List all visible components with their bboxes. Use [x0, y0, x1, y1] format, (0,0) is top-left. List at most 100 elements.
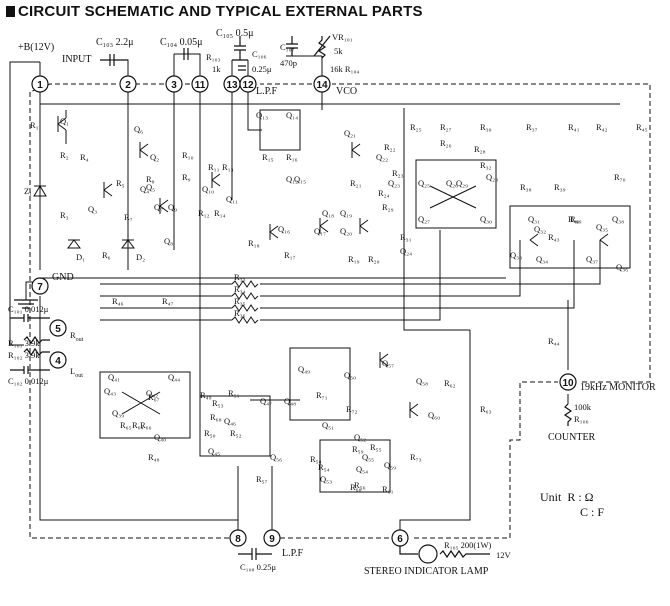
q18-label: Q₁₈ — [322, 208, 334, 218]
block-q57-q60 — [379, 352, 419, 418]
r6-label: R₆ — [102, 250, 111, 260]
wire-right-bus — [399, 108, 471, 530]
r103-label: R₁₀₃ — [206, 52, 221, 62]
r39-label: R₃₉ — [554, 182, 566, 192]
r22-label: R₂₂ — [384, 142, 396, 152]
q34-label: Q₃₄ — [536, 254, 548, 264]
r44-label: R₄₄ — [548, 336, 560, 346]
pin-11-label: 11 — [195, 80, 206, 91]
rout-sub: out — [76, 337, 84, 343]
r101-symbol — [23, 335, 50, 345]
r29-label: R₂₉ — [382, 202, 394, 212]
c108-symbol — [238, 548, 272, 560]
q19-label: Q₁₉ — [340, 208, 352, 218]
q38-label: Q₃₈ — [612, 214, 624, 224]
pin-1-label: 1 — [37, 80, 43, 91]
r38-label: R₃₈ — [520, 182, 532, 192]
q25-label: Q₂₅ — [418, 178, 430, 188]
r71-label: R₇₁ — [316, 390, 328, 400]
r43-label: R₄₃ — [548, 232, 560, 242]
r9-label: R₉ — [182, 172, 191, 182]
pin-6-label: 6 — [397, 534, 403, 545]
r7-label: R₇ — [124, 212, 133, 222]
pin-4-circle — [49, 351, 67, 369]
pin-14-label: 14 — [316, 80, 328, 91]
r25-label: R₂₅ — [410, 122, 422, 132]
q3-label: Q₃ — [88, 204, 97, 214]
r49-label: R₄₉ — [200, 390, 212, 400]
r27-label: R₂₇ — [440, 122, 452, 132]
r105-symbol — [399, 546, 490, 559]
c106-value: 0.25μ — [252, 64, 272, 74]
r55-label: R₅₅ — [370, 442, 382, 452]
q29-label: Q₂₉ — [456, 178, 468, 188]
r1-label: R₁ — [30, 120, 39, 130]
q33-label: Q₃₃ — [510, 250, 522, 260]
r12-label: R₁₂ — [198, 208, 210, 218]
r40-label: R₄₀ — [568, 214, 580, 224]
r106-symbol — [563, 403, 573, 426]
block-q10-q16 — [211, 109, 301, 240]
r32-label: R₃₂ — [480, 160, 492, 170]
pin-2-label: 2 — [125, 80, 131, 91]
c107-symbol — [286, 36, 298, 56]
bus-r36 — [100, 230, 441, 321]
q59-label: Q₅₉ — [384, 460, 396, 470]
vr101-symbol — [313, 35, 331, 60]
pin-circles — [31, 75, 577, 547]
r33-label: R₃₃ — [234, 272, 246, 282]
c103-symbol — [100, 54, 128, 66]
c102-symbol — [10, 366, 50, 374]
pin-12-circle — [239, 75, 257, 93]
q30-label: Q₃₀ — [480, 214, 492, 224]
block-q31-q36 — [509, 205, 631, 269]
r4-label: R₄ — [80, 152, 89, 162]
monitor-label: 19kHz MONITOR — [580, 382, 656, 393]
r104-label: 16k R₁₀₄ — [330, 64, 359, 74]
r37-label: R₃₇ — [526, 122, 538, 132]
r50-label: R₅₀ — [204, 428, 216, 438]
r46-label: R₄₆ — [112, 296, 124, 306]
d2-symbol — [121, 239, 135, 249]
supply-label: +B(12V) — [18, 42, 54, 53]
unit-legend: Unit R : Ω C : F — [540, 490, 604, 520]
q28-label: Q₂₈ — [486, 172, 498, 182]
r34-label: R₃₄ — [234, 284, 246, 294]
r54-label: R₅₄ — [318, 462, 330, 472]
pin-1-circle — [31, 75, 49, 93]
r41-label: R₄₁ — [568, 122, 580, 132]
r5-label: R₅ — [116, 178, 125, 188]
q58-label: Q₅₈ — [416, 376, 428, 386]
c102-label: C₁₀₂ 0.012μ — [8, 376, 49, 386]
c103-label: C₁₀₃ 2.2μ — [96, 37, 134, 48]
q16-label: Q₁₆ — [278, 224, 290, 234]
pin-13-label: 13 — [226, 80, 238, 91]
q43-label: Q₄₃ — [104, 386, 116, 396]
r19-label: R₁₉ — [348, 254, 360, 264]
c105-label: C₁₀₅ 0.5μ — [216, 28, 254, 39]
r102-symbol — [23, 347, 50, 357]
q46-label: Q₄₆ — [224, 416, 236, 426]
pin-7-circle — [31, 277, 49, 295]
r15-label: R₁₅ — [262, 152, 274, 162]
q36-label: Q₃₆ — [616, 262, 628, 272]
c101-label: C₁₀₁ 0.012μ — [8, 304, 49, 314]
c105-symbol — [232, 36, 248, 61]
block-q4-q9 — [103, 142, 169, 214]
unit-c: C : F — [580, 505, 605, 519]
r64-label: R₆₄ — [132, 420, 144, 430]
z1-symbol — [33, 185, 47, 197]
lout-label: Lout — [70, 366, 83, 379]
r13-label: R₁₃ — [222, 162, 234, 172]
q42-label: Q₄₂ — [146, 388, 158, 398]
c104-label: C₁₀₄ 0.05μ — [160, 37, 203, 48]
unit-row-r: Unit R : Ω — [540, 490, 604, 505]
q53-label: Q₅₃ — [320, 474, 332, 484]
r60-label: R₆₀ — [350, 482, 362, 492]
q55-label: Q₅₅ — [362, 452, 374, 462]
wire-left — [9, 61, 239, 530]
bus-r34 — [100, 240, 521, 297]
r105-label: R₁₀₅ 200(1W) — [444, 540, 492, 550]
title-text: CIRCUIT SCHEMATIC AND TYPICAL EXTERNAL P… — [18, 3, 423, 20]
q31-label: Q₃₁ — [528, 214, 540, 224]
